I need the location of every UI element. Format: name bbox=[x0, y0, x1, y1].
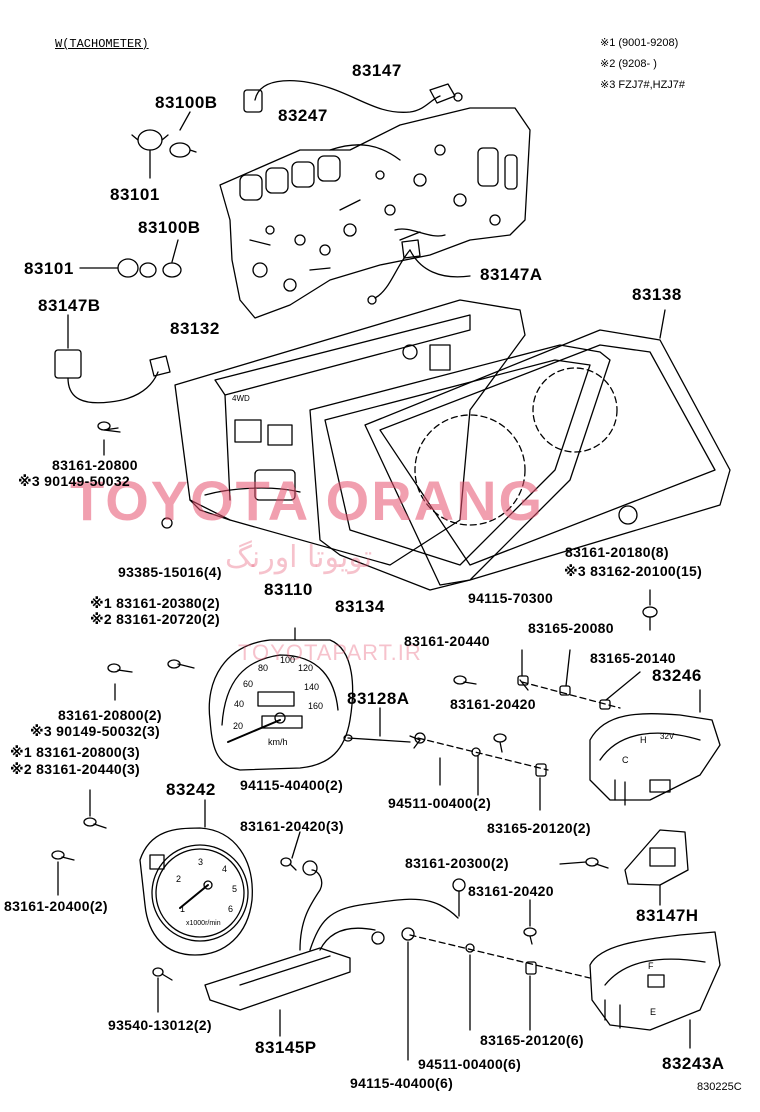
part-83161-20400: 83161-20400(2) bbox=[4, 898, 108, 914]
part-83161-20380: ※1 83161-20380(2) bbox=[90, 595, 221, 611]
bulb-socket-lower bbox=[79, 239, 182, 278]
speedo-tick-80: 80 bbox=[258, 663, 269, 673]
part-90149-50032-a: ※3 90149-50032 bbox=[18, 473, 131, 489]
part-83243A: 83243A bbox=[662, 1054, 725, 1073]
tacho-tick-5: 5 bbox=[232, 884, 238, 894]
meter-frame-83134 bbox=[309, 344, 611, 591]
fastener-line-upper bbox=[414, 649, 641, 811]
screw-left-upper bbox=[97, 421, 121, 456]
part-83128A: 83128A bbox=[347, 689, 410, 708]
part-83161-20800-b: 83161-20800(2) bbox=[58, 707, 162, 723]
variant-title: W(TACHOMETER) bbox=[55, 37, 149, 51]
part-83247: 83247 bbox=[278, 106, 328, 125]
gauge-mark-f: F bbox=[648, 961, 654, 971]
part-83110: 83110 bbox=[264, 580, 313, 599]
part-83165-20120-b: 83165-20120(6) bbox=[480, 1032, 584, 1048]
part-83162-20100: ※3 83162-20100(15) bbox=[564, 563, 703, 579]
part-83132: 83132 bbox=[170, 319, 220, 338]
speedo-tick-20: 20 bbox=[233, 721, 244, 731]
part-83147H: 83147H bbox=[636, 906, 699, 925]
part-94511-00400-a: 94511-00400(2) bbox=[388, 795, 492, 811]
meter-glass-83138 bbox=[364, 309, 731, 586]
gauge-mark-e: E bbox=[650, 1007, 657, 1017]
speedometer-83110 bbox=[208, 627, 354, 771]
part-93385-15016: 93385-15016(4) bbox=[118, 564, 222, 580]
wire-harness-83145P bbox=[204, 860, 466, 1037]
part-83161-20800-a: 83161-20800 bbox=[52, 457, 138, 473]
part-83147B: 83147B bbox=[38, 296, 101, 315]
wire-83147A bbox=[367, 239, 471, 305]
fuel-mark-h: H bbox=[640, 735, 647, 745]
speedo-tick-100: 100 bbox=[280, 655, 296, 665]
part-94511-00400-b: 94511-00400(6) bbox=[418, 1056, 522, 1072]
part-83161-20720: ※2 83161-20720(2) bbox=[90, 611, 221, 627]
note-1: ※1 (9001-9208) bbox=[600, 37, 679, 49]
tachometer-83242 bbox=[139, 799, 253, 956]
part-83147A: 83147A bbox=[480, 265, 543, 284]
part-83161-20420-a: 83161-20420 bbox=[450, 696, 536, 712]
part-94115-40400-b: 94115-40400(6) bbox=[350, 1075, 454, 1091]
part-93540-13012: 93540-13012(2) bbox=[108, 1017, 212, 1033]
speedo-tick-40: 40 bbox=[234, 699, 245, 709]
bulb-socket-upper bbox=[131, 111, 197, 179]
part-83147: 83147 bbox=[352, 61, 402, 80]
speedo-tick-160: 160 bbox=[308, 701, 324, 711]
speedo-unit: km/h bbox=[268, 737, 288, 747]
printed-circuit-plate bbox=[219, 107, 531, 319]
speedo-tick-120: 120 bbox=[298, 663, 314, 673]
part-83165-20080: 83165-20080 bbox=[528, 620, 614, 636]
note-3: ※3 FZJ7#,HZJ7# bbox=[600, 79, 686, 91]
part-83101-lower: 83101 bbox=[24, 259, 74, 278]
screws-lower-left bbox=[51, 789, 301, 1013]
tacho-tick-3: 3 bbox=[198, 857, 204, 867]
part-83100B-upper: 83100B bbox=[155, 93, 218, 112]
fuel-mark-c: C bbox=[622, 755, 629, 765]
part-83161-20800-c: ※1 83161-20800(3) bbox=[10, 744, 141, 760]
wire-83147 bbox=[243, 80, 463, 113]
tacho-tick-6: 6 bbox=[228, 904, 234, 914]
part-94115-40400-a: 94115-40400(2) bbox=[240, 777, 344, 793]
part-83242: 83242 bbox=[166, 780, 216, 799]
gauge-83243A bbox=[589, 931, 721, 1049]
part-83100B-lower: 83100B bbox=[138, 218, 201, 237]
part-83161-20440-b: ※2 83161-20440(3) bbox=[10, 761, 141, 777]
part-83161-20420-b: 83161-20420(3) bbox=[240, 818, 344, 834]
part-83165-20140: 83165-20140 bbox=[590, 650, 676, 666]
note-2: ※2 (9208- ) bbox=[600, 58, 657, 70]
part-83138: 83138 bbox=[632, 285, 682, 304]
figure-code: 830225C bbox=[697, 1081, 742, 1093]
watermark-arabic: تویوتا اورنگ bbox=[225, 540, 373, 575]
part-83161-20440-a: 83161-20440 bbox=[404, 633, 490, 649]
part-94115-70300: 94115-70300 bbox=[468, 590, 554, 606]
part-83165-20120-a: 83165-20120(2) bbox=[487, 820, 591, 836]
part-83134: 83134 bbox=[335, 597, 385, 616]
tacho-unit: x1000r/min bbox=[186, 920, 221, 927]
screws-middle bbox=[107, 589, 658, 753]
panel-4wd: 4WD bbox=[232, 394, 250, 403]
part-83101-upper: 83101 bbox=[110, 185, 160, 204]
part-83161-20300: 83161-20300(2) bbox=[405, 855, 509, 871]
shaft-83128A bbox=[343, 707, 421, 749]
fuel-temp-gauge-83246 bbox=[589, 689, 721, 806]
speedo-tick-140: 140 bbox=[304, 682, 320, 692]
part-90149-50032-b: ※3 90149-50032(3) bbox=[30, 723, 161, 739]
part-83161-20420-c: 83161-20420 bbox=[468, 883, 554, 899]
fuel-mark-32v: 32V bbox=[660, 732, 675, 741]
tacho-tick-1: 1 bbox=[180, 904, 186, 914]
watermark-brand: TOYOTA ORANG bbox=[70, 469, 545, 532]
wire-83147B bbox=[54, 314, 171, 404]
part-83145P: 83145P bbox=[255, 1038, 317, 1057]
part-83246: 83246 bbox=[652, 666, 702, 685]
meter-case-83132 bbox=[161, 299, 526, 566]
part-83161-20180: 83161-20180(8) bbox=[565, 544, 669, 560]
speedo-tick-60: 60 bbox=[243, 679, 254, 689]
tacho-tick-4: 4 bbox=[222, 864, 228, 874]
wire-83147H bbox=[624, 829, 689, 906]
tacho-tick-2: 2 bbox=[176, 874, 182, 884]
fastener-line-lower bbox=[401, 857, 609, 1061]
watermark-url: TOYOTAPART.IR bbox=[238, 640, 422, 665]
